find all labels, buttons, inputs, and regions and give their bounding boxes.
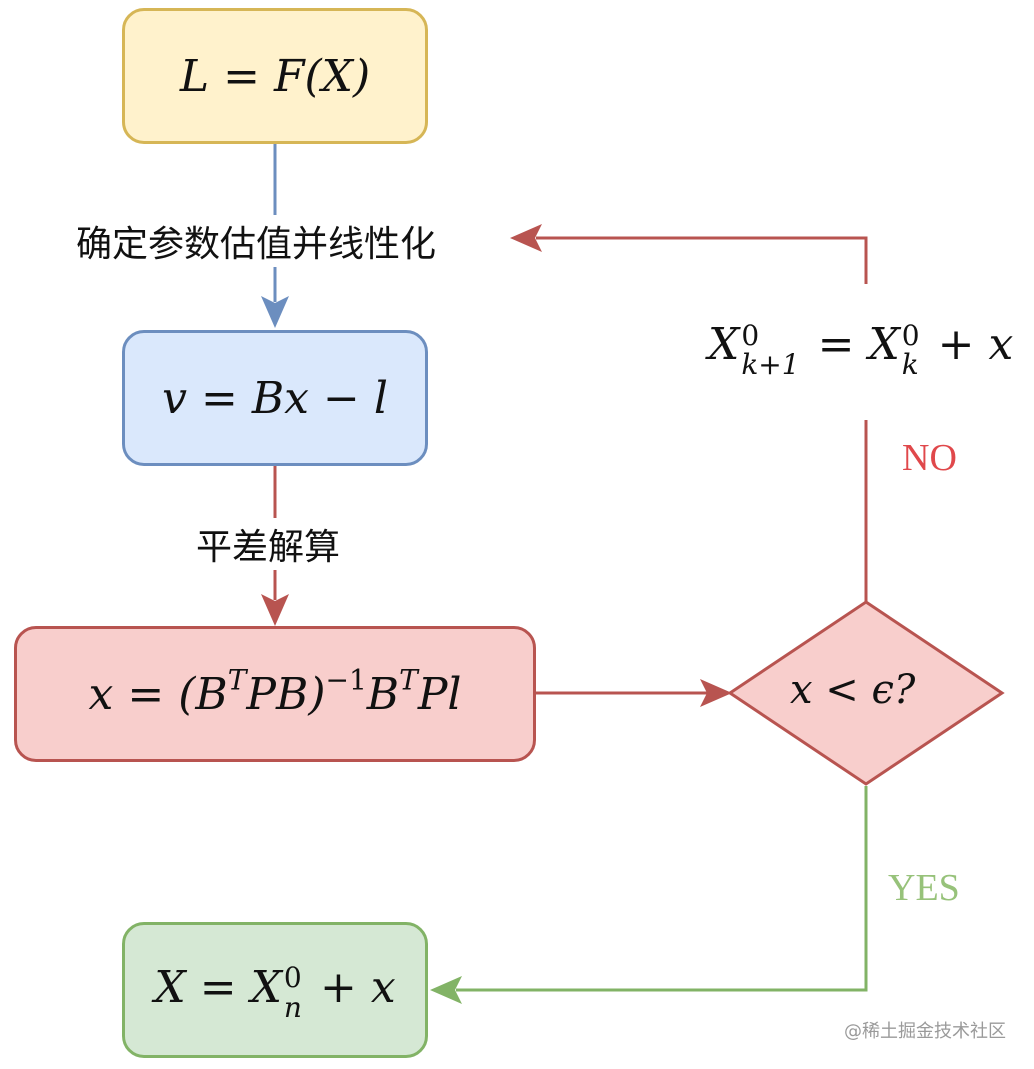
- solution-eq: =: [127, 668, 165, 720]
- update-x1-sup: 0: [741, 318, 760, 352]
- result-x: x: [370, 961, 396, 1013]
- result-sup: 0: [283, 961, 302, 995]
- solution-transpose-1: T: [227, 662, 247, 696]
- edge-yes-arrowhead: [430, 976, 462, 1004]
- update-x2: X: [868, 318, 900, 370]
- model-rhs: F(X): [273, 50, 371, 102]
- error-l: l: [373, 372, 388, 424]
- error-equation-formula: v = Bx − l: [162, 373, 388, 424]
- update-plus: +: [937, 318, 975, 370]
- solution-tail: Pl: [417, 668, 462, 720]
- edge-error-to-solution-arrowhead: [261, 594, 289, 626]
- error-rhs: Bx: [251, 372, 309, 424]
- model-node: L = F(X): [122, 8, 428, 144]
- result-eq: =: [199, 961, 237, 1013]
- update-x2-sub: k: [901, 348, 919, 382]
- result-sub: n: [283, 990, 302, 1024]
- update-x: x: [988, 318, 1014, 370]
- solution-open: (B: [178, 668, 228, 720]
- solution-formula: x = (BTPB)−1BTPl: [88, 665, 462, 720]
- model-eq: =: [223, 50, 260, 102]
- edge-label-yes: YES: [888, 867, 960, 909]
- error-minus: −: [322, 372, 360, 424]
- result-plus: +: [319, 961, 357, 1013]
- edge-label-linearize: 确定参数估值并线性化: [72, 215, 441, 267]
- edge-model-to-error-arrowhead: [261, 296, 289, 328]
- decision-condition: x < ϵ?: [790, 667, 916, 713]
- update-eq: =: [817, 318, 855, 370]
- solution-inverse: −1: [325, 662, 367, 696]
- edge-yes-path: [456, 786, 868, 992]
- edge-no-loop-upper: [536, 236, 868, 284]
- model-formula: L = F(X): [180, 51, 370, 102]
- update-x1: X: [708, 318, 740, 370]
- error-v: v: [162, 372, 187, 424]
- solution-transpose-2: T: [399, 662, 418, 696]
- solution-node: x = (BTPB)−1BTPl: [14, 626, 536, 762]
- update-x1-sub: k+1: [741, 348, 800, 382]
- solution-mid: PB): [246, 668, 326, 720]
- solution-x: x: [88, 668, 114, 720]
- watermark: @稀土掘金技术社区: [844, 1021, 1006, 1042]
- edge-solution-to-decision-arrowhead: [700, 679, 732, 707]
- decision-diamond: [727, 600, 1005, 786]
- update-x2-sup: 0: [901, 318, 920, 352]
- edge-label-no: NO: [902, 437, 957, 479]
- solution-b2: B: [366, 668, 400, 720]
- model-lhs: L: [179, 50, 210, 102]
- error-equation-node: v = Bx − l: [122, 330, 428, 466]
- edge-no-loop-arrowhead: [510, 224, 542, 252]
- result-x-estimate: X: [250, 961, 282, 1013]
- edge-label-adjust: 平差解算: [192, 518, 345, 570]
- error-eq: =: [200, 372, 238, 424]
- result-x-upper: X: [154, 961, 186, 1013]
